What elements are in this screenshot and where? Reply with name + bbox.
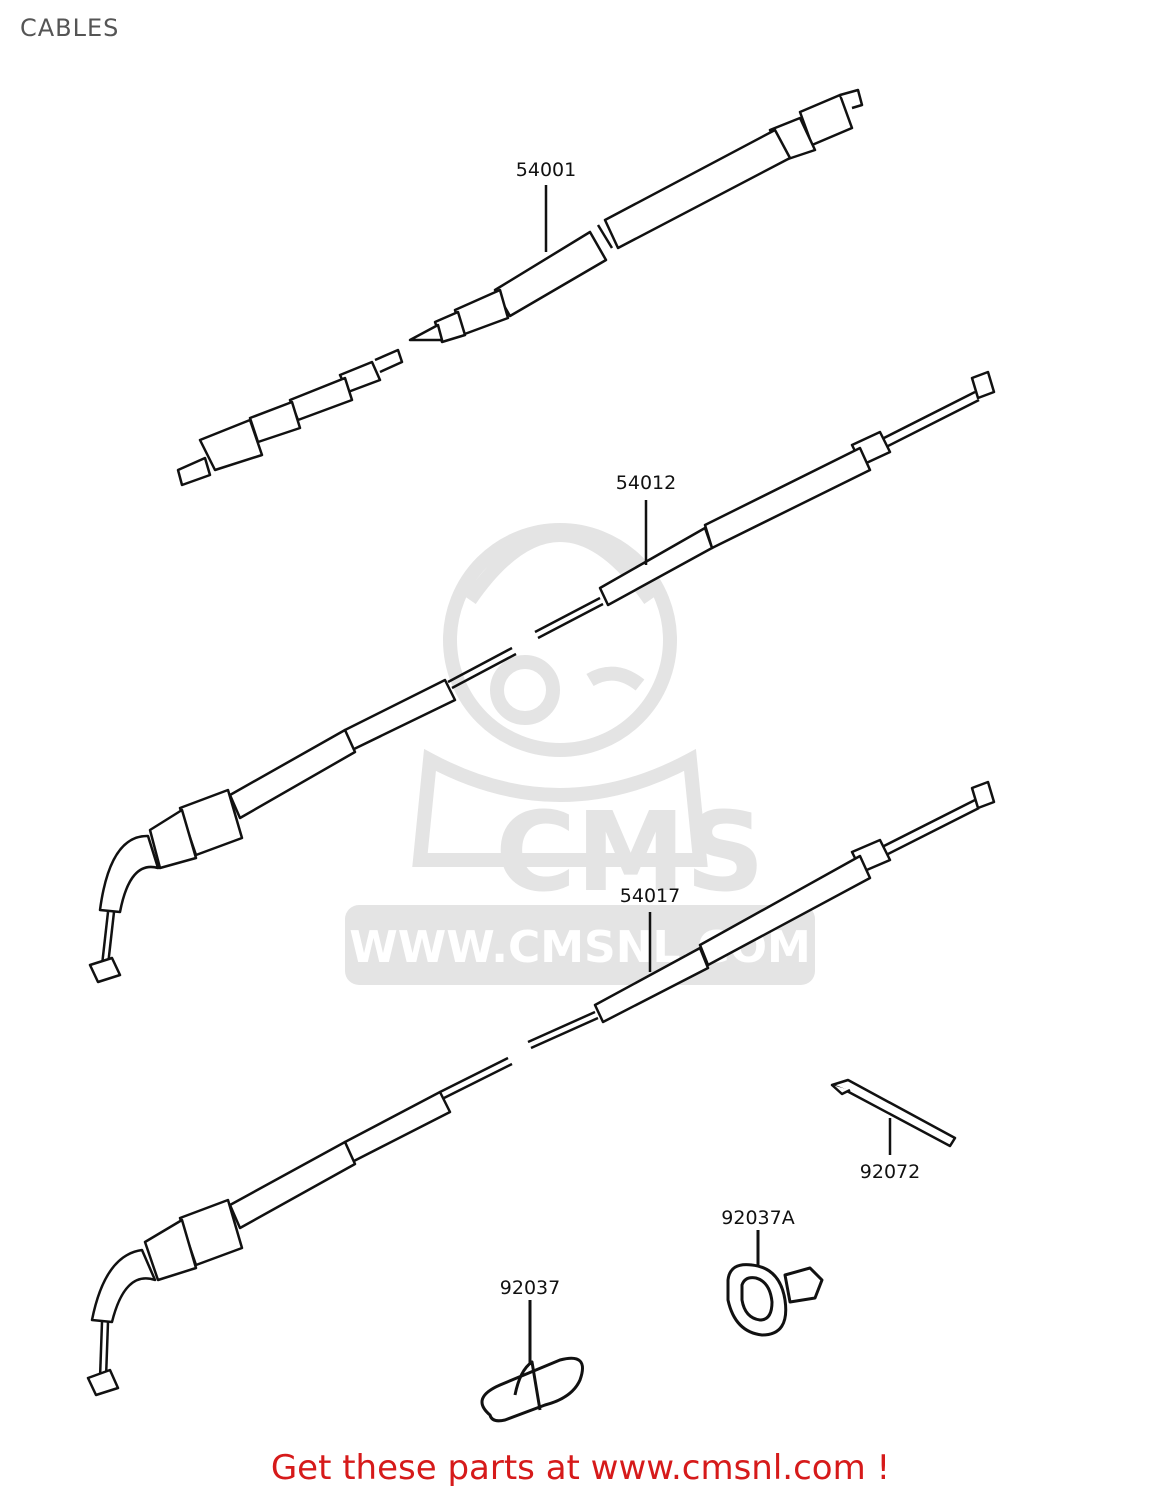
shop-link[interactable]: Get these parts at www.cmsnl.com ! — [270, 1448, 891, 1488]
part-label-54017: 54017 — [620, 885, 680, 907]
page-title: CABLES — [20, 14, 120, 42]
part-label-54012: 54012 — [616, 472, 676, 494]
part-54012[interactable] — [88, 370, 996, 984]
part-label-92037A: 92037A — [721, 1207, 794, 1229]
part-54017[interactable] — [86, 780, 996, 1397]
part-label-92037: 92037 — [500, 1277, 560, 1299]
part-92072[interactable] — [830, 1078, 957, 1155]
watermark-brand: CMS — [495, 788, 764, 916]
part-label-92072: 92072 — [860, 1161, 920, 1183]
part-54001[interactable] — [176, 88, 864, 487]
part-92037A[interactable] — [726, 1230, 824, 1337]
part-label-54001: 54001 — [516, 159, 576, 181]
watermark — [345, 523, 815, 985]
part-92037[interactable] — [480, 1300, 584, 1423]
